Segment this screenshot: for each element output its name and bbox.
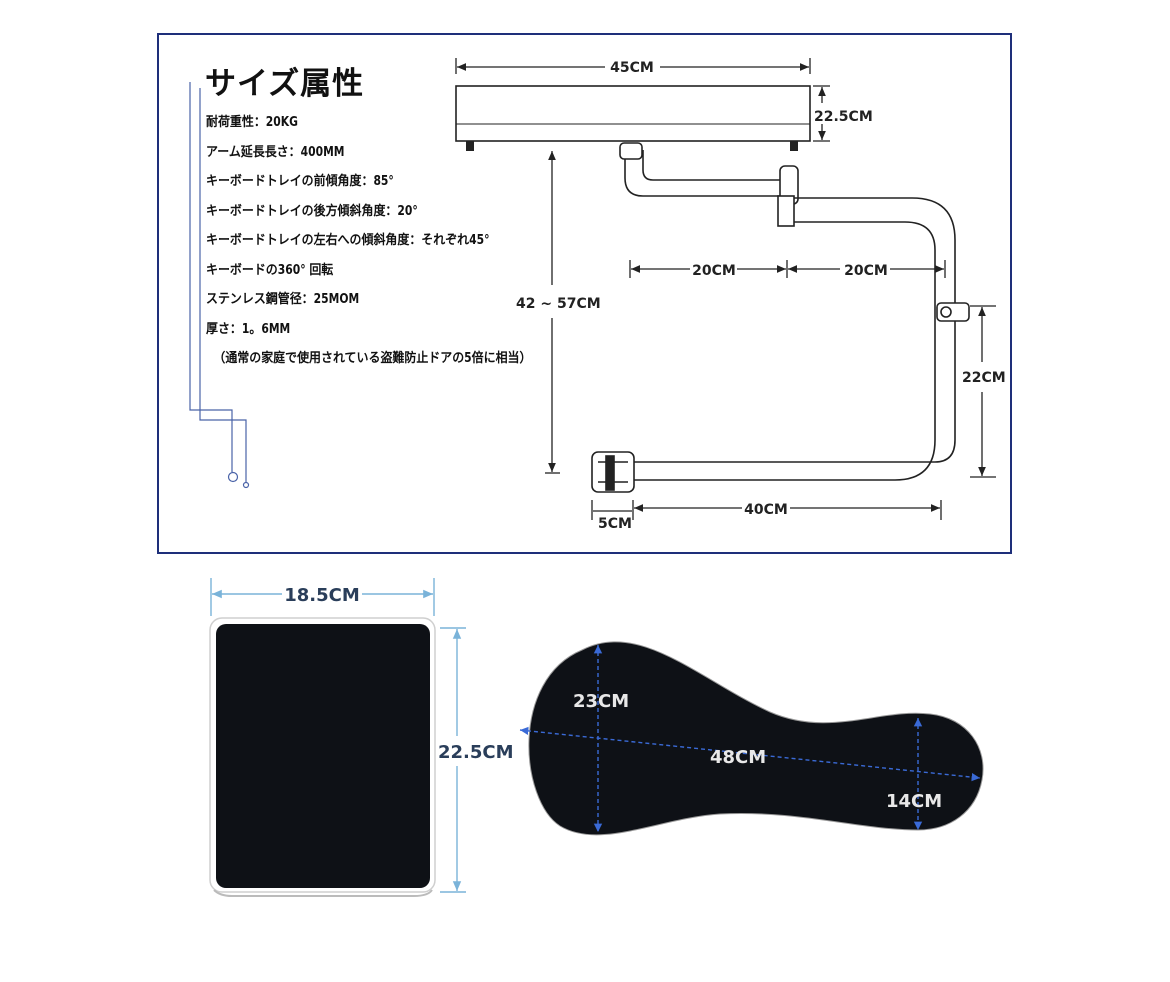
palm-pad-dimensions: [519, 645, 981, 832]
spec-list: 耐荷重性：20KG アーム延長長さ：400MM キーボードトレイの前傾角度：85…: [206, 112, 560, 378]
tray-width-label: 45CM: [610, 60, 654, 76]
rect-pad-dimensions: [210, 578, 466, 893]
clamp-rise-label: 22CM: [962, 370, 1006, 386]
spec-item: アーム延長長さ：400MM: [206, 144, 345, 160]
decorative-lines: [189, 82, 250, 489]
clamp-arm-label: 40CM: [744, 502, 788, 518]
keyboard-tray: [455, 85, 811, 151]
spec-item: キーボードの360° 回転: [206, 262, 334, 278]
palm-pad-front-label: 23CM: [573, 691, 629, 712]
height-range-label: 42 ~ 57CM: [516, 296, 601, 312]
arm-assembly: [619, 142, 970, 481]
palm-pad-length-label: 48CM: [710, 747, 766, 768]
tray-depth-label: 22.5CM: [814, 109, 873, 125]
spec-item: 厚さ：1。6MM: [206, 321, 291, 337]
spec-item: キーボードトレイの前傾角度：85°: [206, 174, 394, 189]
rect-mouse-pad: [209, 617, 436, 897]
clamp-width-label: 5CM: [598, 516, 632, 532]
desk-clamp: [591, 451, 635, 493]
spec-item: キーボードトレイの後方傾斜角度：20°: [206, 203, 418, 219]
arm-segment-1-label: 20CM: [692, 263, 736, 279]
spec-item-note: （通常の家庭で使用されている盗難防止ドアの5倍に相当）: [213, 351, 532, 366]
rect-pad-height-label: 22.5CM: [438, 742, 514, 763]
dimension-lines: [455, 58, 996, 520]
arm-segment-2-label: 20CM: [844, 263, 888, 279]
spec-item: ステンレス鋼管径：25MOM: [206, 292, 360, 307]
spec-item: 耐荷重性：20KG: [206, 115, 298, 130]
spec-panel: [157, 33, 1012, 554]
spec-title: サイズ属性: [205, 66, 365, 102]
palm-pad-back-label: 14CM: [886, 791, 942, 812]
spec-item: キーボードトレイの左右への傾斜角度：それぞれ45°: [206, 233, 490, 248]
rect-pad-width-label: 18.5CM: [284, 585, 360, 606]
dimension-labels: 45CM 22.5CM 42 ~ 57CM 20CM 20CM 22CM 40C…: [516, 60, 1006, 532]
